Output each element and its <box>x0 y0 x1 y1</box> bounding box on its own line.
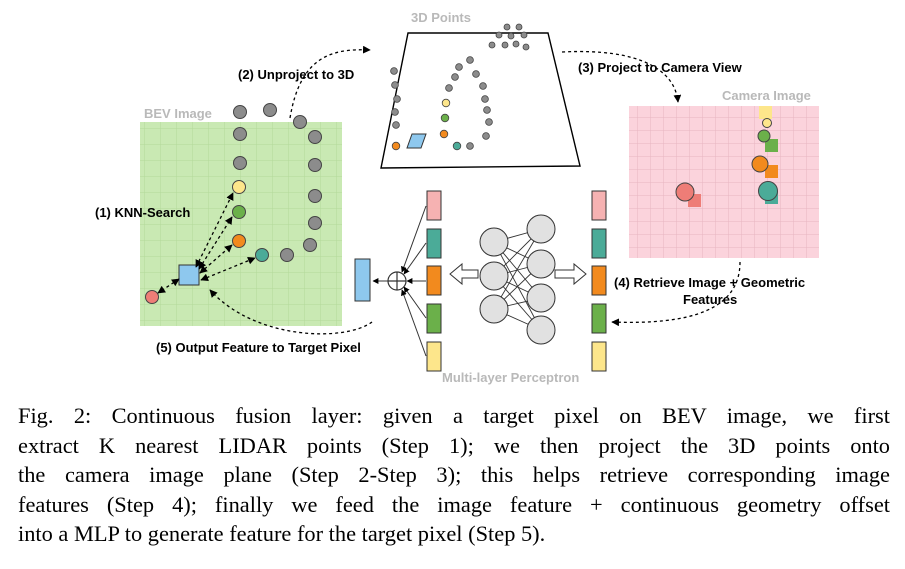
caption-line: the camera image plane (Step 2-Step 3); … <box>18 462 890 487</box>
bev-point-green <box>232 205 246 219</box>
caption-line: extract K nearest LIDAR points (Step 1);… <box>18 432 890 458</box>
camera-point-teal <box>758 181 778 201</box>
points-3d-green <box>440 113 450 123</box>
step5-output-label: (5) Output Feature to Target Pixel <box>156 340 361 355</box>
step3-project-arrow <box>561 50 682 103</box>
mlp-neuron <box>526 214 556 244</box>
bev-image-panel: BEV Image (1 <box>95 103 342 326</box>
mlp-neuron <box>479 294 509 324</box>
step4-retrieve-label-line1: (4) Retrieve Image + Geometric <box>614 275 805 290</box>
step4-retrieve-label-line2: Features <box>683 292 737 307</box>
camera-cell-orange <box>765 165 778 178</box>
points-3d-lidar-points <box>390 23 530 150</box>
points-3d-orange <box>439 129 449 139</box>
points-3d-title: 3D Points <box>411 10 471 25</box>
output-feature-orange <box>426 265 442 296</box>
camera-point-green <box>757 129 771 143</box>
output-feature-pink <box>426 190 442 221</box>
bev-point-orange <box>232 234 246 248</box>
knn-arrows <box>157 192 256 294</box>
bev-point-yellow <box>232 180 246 194</box>
points-3d-target-pixel <box>406 133 427 149</box>
step2-unproject-arrow <box>289 45 371 119</box>
points-3d-yellow <box>441 98 451 108</box>
camera-cell-yellow <box>759 106 772 119</box>
step2-unproject-label: (2) Unproject to 3D <box>238 67 354 82</box>
sum-input-arrows <box>401 205 427 357</box>
bev-image-title: BEV Image <box>144 106 212 121</box>
output-feature-teal <box>426 228 442 259</box>
output-feature-stack <box>426 190 442 372</box>
camera-cell-green <box>765 139 778 152</box>
input-feature-green <box>591 303 607 334</box>
mlp-neuron <box>479 227 509 257</box>
mlp-title: Multi-layer Perceptron <box>442 370 579 385</box>
bev-lidar-points <box>233 103 322 262</box>
points-3d-teal <box>452 141 462 151</box>
step5-output-arrow <box>209 289 373 335</box>
camera-point-yellow <box>762 118 772 128</box>
caption-line: Fig. 2: Continuous fusion layer: given a… <box>18 403 890 428</box>
mlp-neuron <box>526 283 556 313</box>
fused-output-feature <box>354 258 371 302</box>
output-feature-green <box>426 303 442 334</box>
step4-retrieve-arrow <box>611 261 741 327</box>
step1-knn-label: (1) KNN-Search <box>95 205 190 220</box>
input-feature-teal <box>591 228 607 259</box>
input-feature-orange <box>591 265 607 296</box>
camera-point-salmon <box>675 182 695 202</box>
mlp-neurons <box>479 214 556 345</box>
caption-line: into a MLP to generate feature for the t… <box>18 521 546 546</box>
fusion-diagram: BEV Image (1 <box>95 10 819 385</box>
output-hollow-arrow <box>449 262 479 286</box>
bev-target-pixel <box>178 264 200 286</box>
mlp-neuron <box>526 249 556 279</box>
caption-line: features (Step 4); finally we feed the i… <box>18 491 890 517</box>
input-feature-yellow <box>591 341 607 372</box>
input-hollow-arrow <box>554 262 587 286</box>
mlp-neuron <box>479 261 509 291</box>
mlp-neuron <box>526 315 556 345</box>
camera-image-title: Camera Image <box>722 88 811 103</box>
camera-image-panel: Camera Image <box>629 88 819 258</box>
camera-point-orange <box>751 155 769 173</box>
step3-project-label: (3) Project to Camera View <box>578 60 743 75</box>
points-3d-panel: 3D Points <box>380 10 581 169</box>
points-3d-salmon <box>391 141 401 151</box>
input-feature-stack <box>591 190 607 372</box>
output-feature-yellow <box>426 341 442 372</box>
figure-caption: Fig. 2: Continuous fusion layer: given a… <box>18 401 890 549</box>
bev-point-teal <box>255 248 269 262</box>
camera-image-grid <box>629 106 819 258</box>
mlp-panel: Multi-layer Perceptron <box>354 190 607 385</box>
sum-node <box>387 271 407 291</box>
bev-point-salmon <box>145 290 159 304</box>
input-feature-pink <box>591 190 607 221</box>
